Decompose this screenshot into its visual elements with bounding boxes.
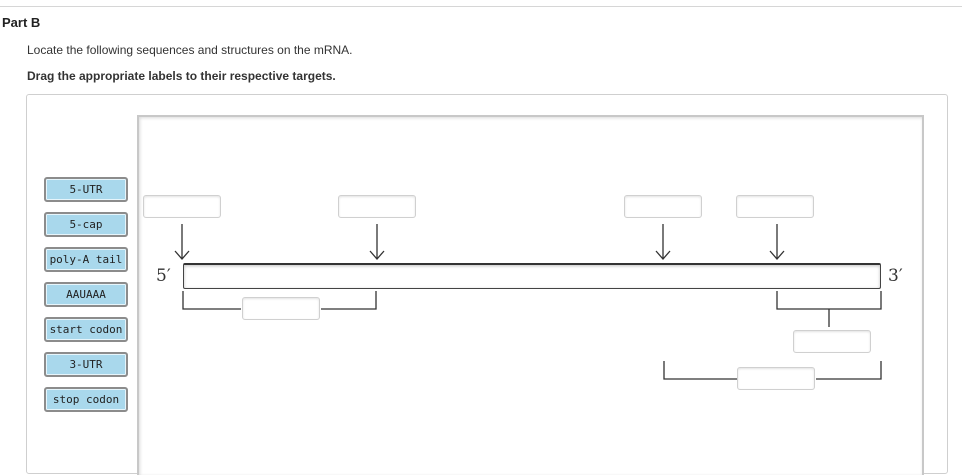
top-divider xyxy=(0,6,962,7)
drop-target-5-cap[interactable] xyxy=(143,195,221,218)
drop-target-5-utr[interactable] xyxy=(242,297,320,320)
bracket-3-utr-right xyxy=(816,361,882,380)
five-prime-label: 5′ xyxy=(156,266,171,286)
label-aauaaa[interactable]: AAUAAA xyxy=(44,282,128,307)
drop-target-poly-a-tail[interactable] xyxy=(793,330,871,353)
drop-target-aauaaa[interactable] xyxy=(736,195,814,218)
label-stop-codon[interactable]: stop codon xyxy=(44,387,128,412)
label-5-utr[interactable]: 5-UTR xyxy=(44,177,128,202)
mrna-strand xyxy=(183,263,881,289)
drag-instruction: Drag the appropriate labels to their res… xyxy=(27,69,336,83)
diagram-lines xyxy=(174,224,882,380)
bracket-5-utr-left xyxy=(182,291,241,310)
drop-canvas xyxy=(137,115,924,475)
label-poly-a-tail[interactable]: poly-A tail xyxy=(44,247,128,272)
arrowhead-4 xyxy=(769,250,785,260)
arrowhead-1 xyxy=(174,250,190,260)
drop-target-start-codon[interactable] xyxy=(338,195,416,218)
label-5-cap[interactable]: 5-cap xyxy=(44,212,128,237)
arrowhead-2 xyxy=(369,250,385,260)
bracket-3-utr-left xyxy=(663,361,737,380)
drop-target-stop-codon[interactable] xyxy=(624,195,702,218)
bracket-5-utr-right xyxy=(321,291,377,310)
label-3-utr[interactable]: 3-UTR xyxy=(44,352,128,377)
drop-target-3-utr[interactable] xyxy=(737,367,815,390)
instruction-text: Locate the following sequences and struc… xyxy=(27,43,353,57)
arrowhead-3 xyxy=(655,250,671,260)
label-start-codon[interactable]: start codon xyxy=(44,317,128,342)
three-prime-label: 3′ xyxy=(888,266,903,286)
part-title: Part B xyxy=(2,15,41,30)
bracket-3-end xyxy=(776,291,882,310)
